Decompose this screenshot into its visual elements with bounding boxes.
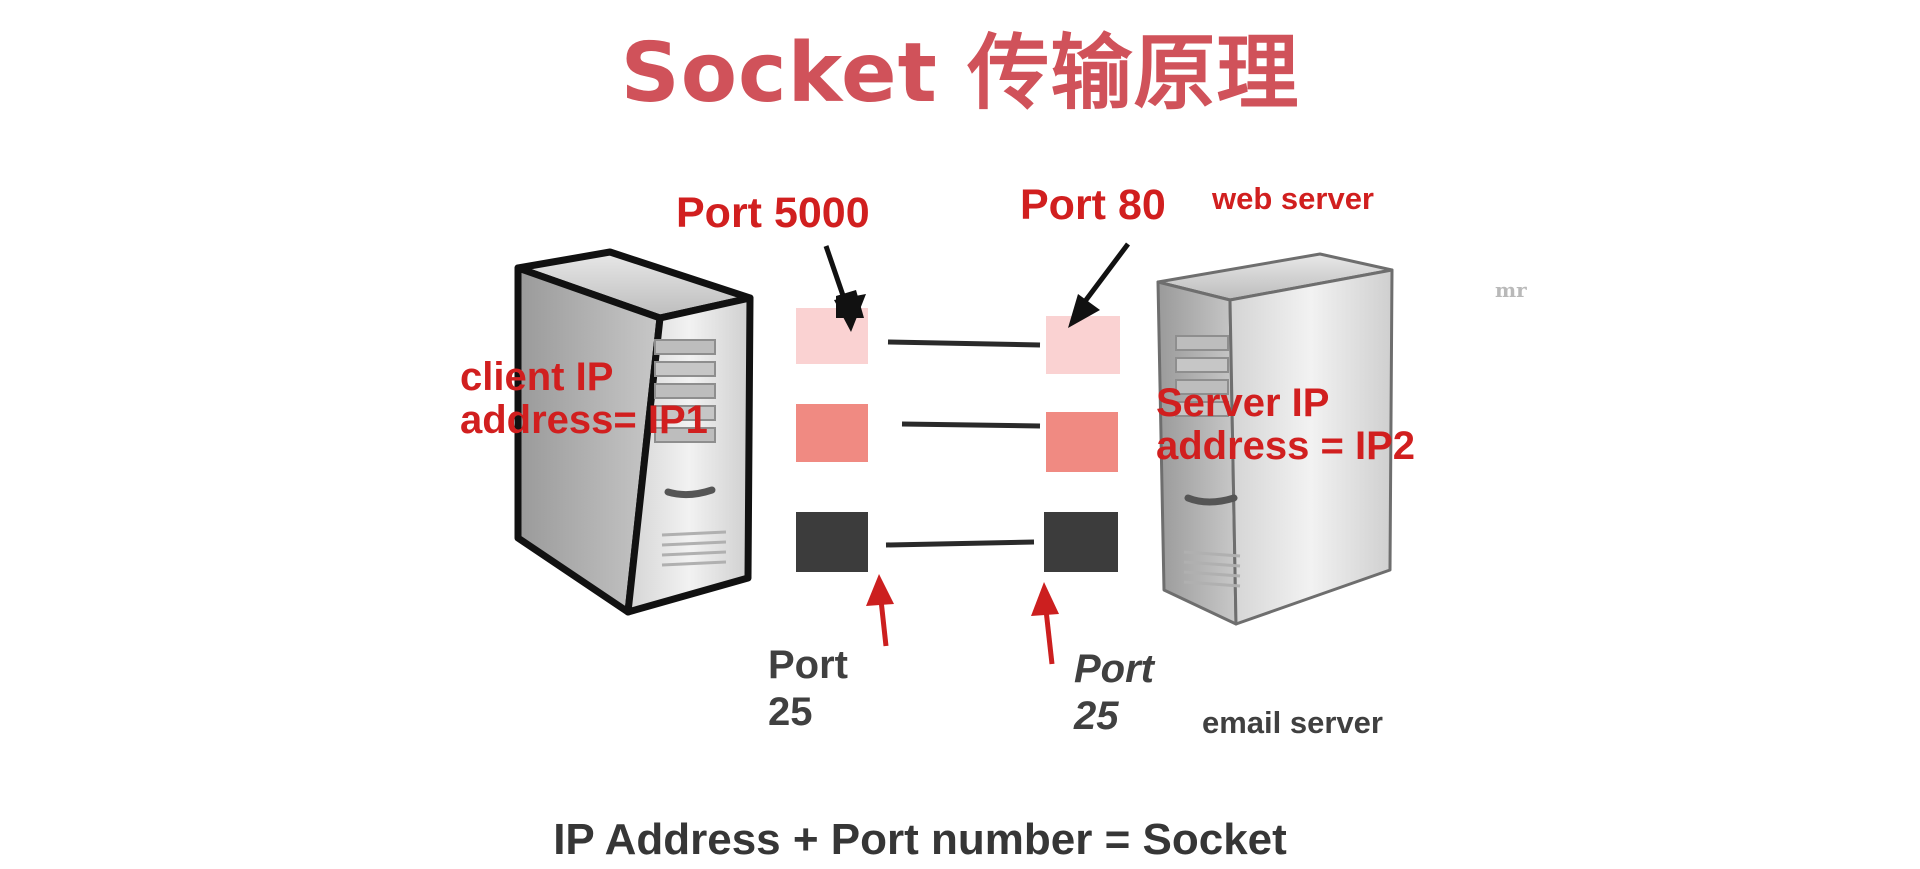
- client-port-25-label-line1: Port: [768, 643, 848, 687]
- server-port-25-block: [1044, 512, 1118, 572]
- email-server-label: email server: [1202, 705, 1383, 740]
- page-title: Socket 传输原理: [620, 26, 1300, 121]
- port-5000-arrow: [823, 245, 866, 332]
- client-port-block-middle: [796, 404, 868, 462]
- web-server-label: web server: [1212, 181, 1374, 216]
- server-port-25-label: Port 25: [1074, 646, 1154, 740]
- server-port-block-middle: [1046, 412, 1118, 472]
- connection-line-top: [887, 339, 1041, 348]
- web-server-tower-icon: [1156, 252, 1394, 626]
- port-80-arrow: [1068, 242, 1130, 328]
- port-5000-label: Port 5000: [676, 189, 870, 237]
- socket-formula: IP Address + Port number = Socket: [553, 815, 1287, 864]
- client-port-25-arrow: [866, 574, 894, 647]
- client-port-25-label: Port 25: [768, 642, 848, 736]
- connection-line-middle: [901, 421, 1041, 429]
- port-80-label: Port 80: [1020, 181, 1166, 229]
- watermark: mr: [1495, 278, 1527, 302]
- server-port-25-label-line1: Port: [1074, 647, 1154, 691]
- server-ip-label-line1: Server IP: [1156, 381, 1330, 425]
- server-port-25-arrow: [1031, 582, 1059, 665]
- server-port-80-block: [1046, 316, 1120, 374]
- server-ip-label-line2: address = IP2: [1156, 424, 1416, 469]
- client-server-tower-icon: [514, 248, 754, 616]
- server-port-25-label-line2: 25: [1074, 694, 1119, 739]
- server-ip-label: Server IP address = IP2: [1156, 381, 1416, 469]
- client-ip-label: client IP address= IP1: [460, 355, 708, 443]
- client-ip-label-line2: address= IP1: [460, 398, 708, 443]
- client-ip-label-line1: client IP: [460, 355, 614, 399]
- client-port-25-label-line2: 25: [768, 690, 813, 735]
- connection-line-bottom: [885, 539, 1035, 548]
- client-port-25-block: [796, 512, 868, 572]
